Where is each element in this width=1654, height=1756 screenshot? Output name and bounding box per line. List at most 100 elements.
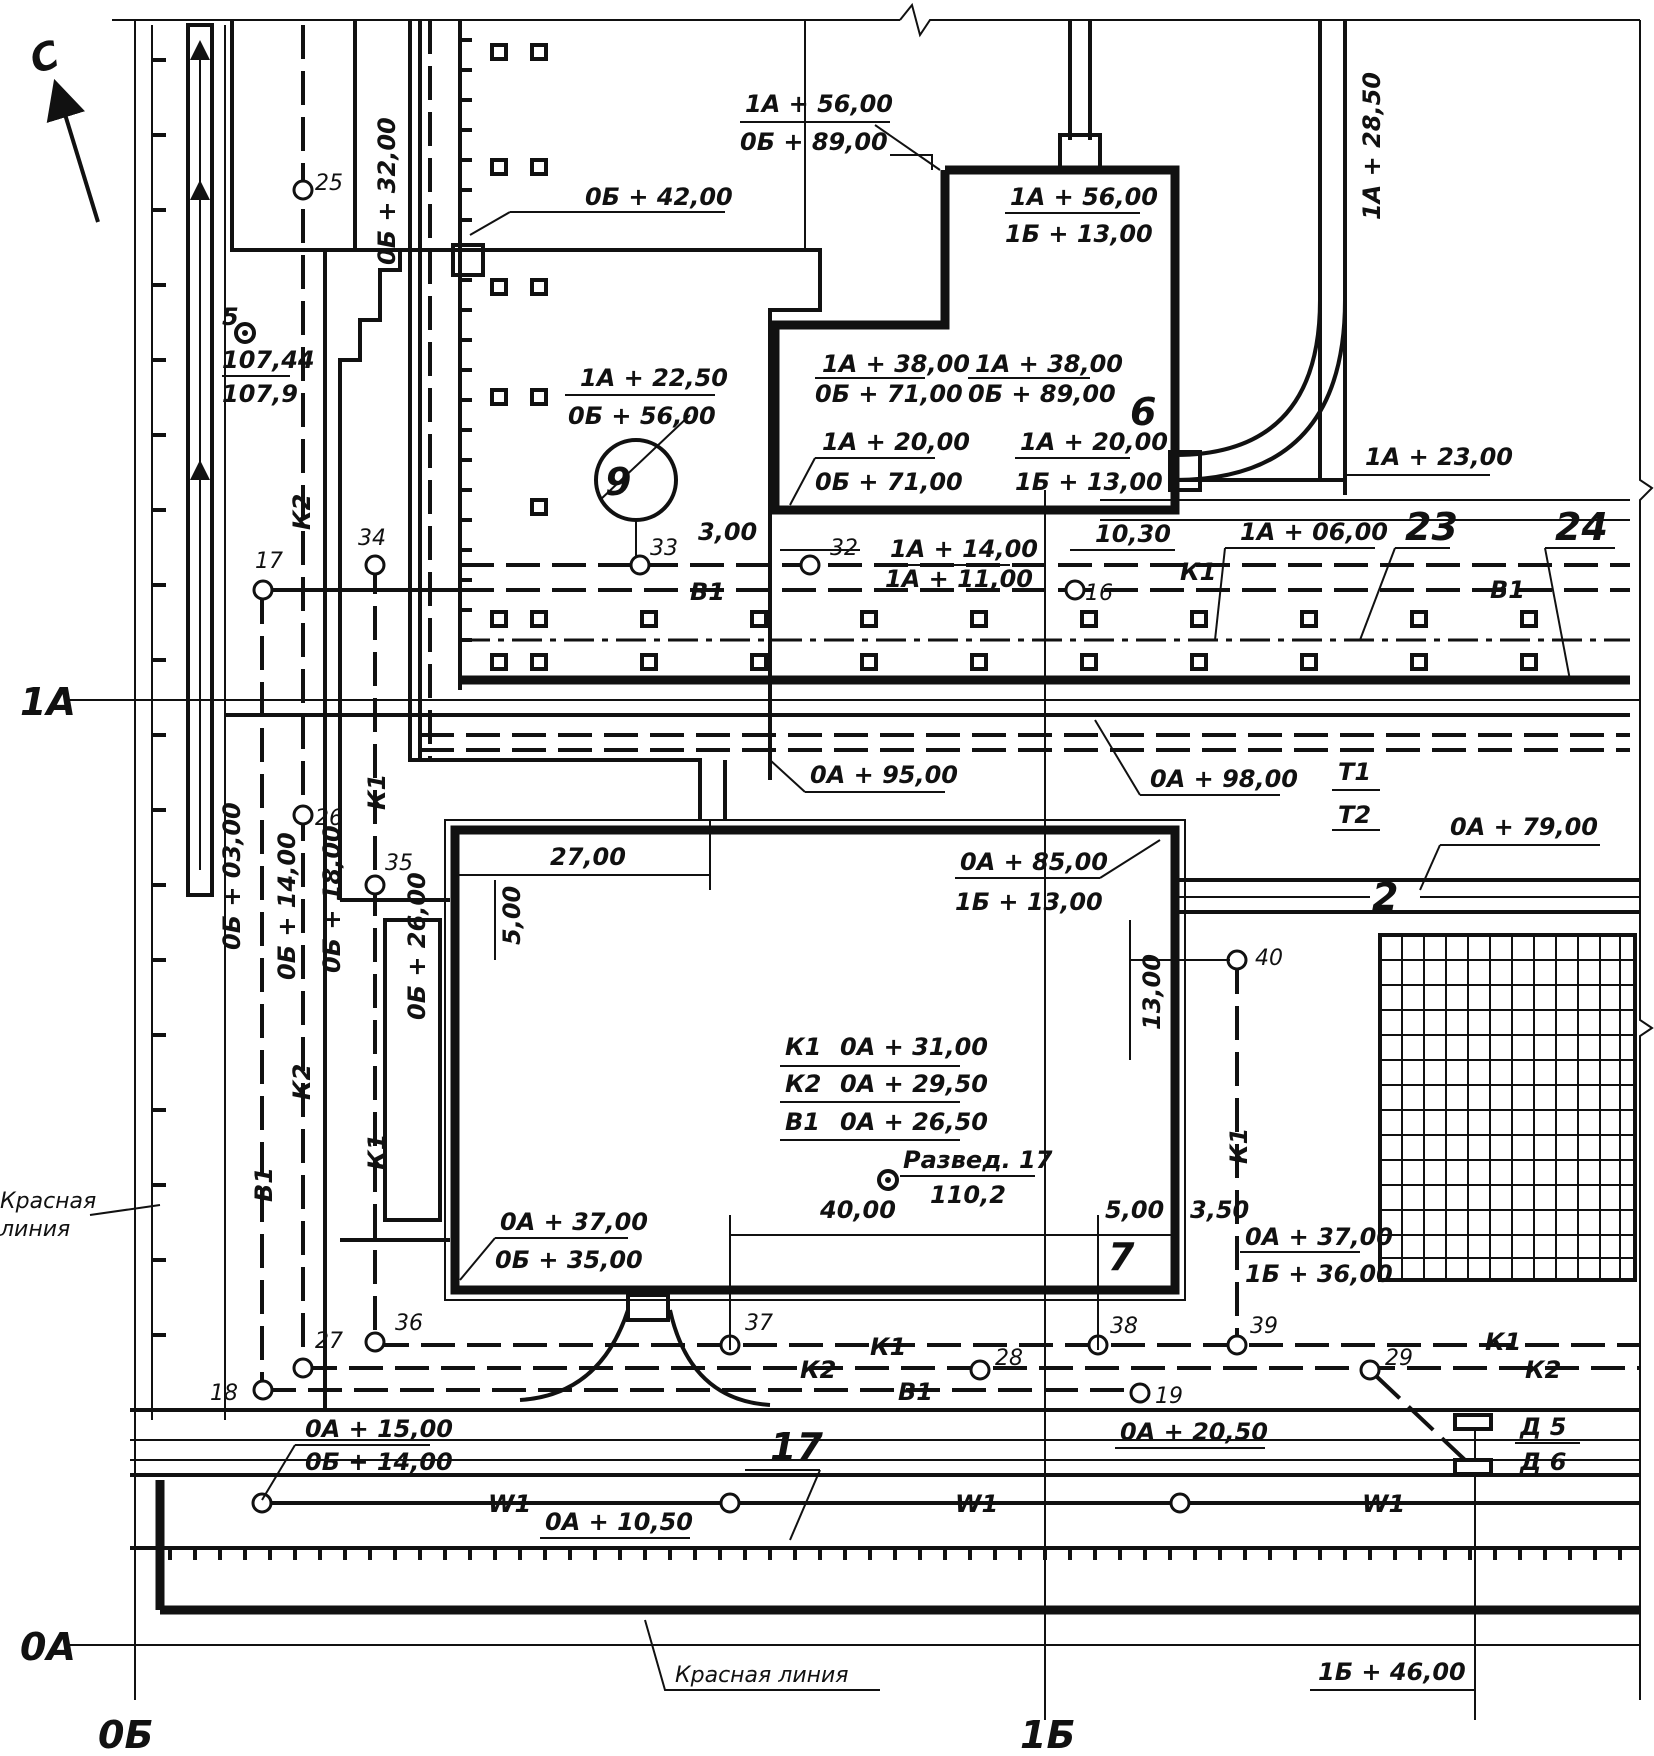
coord-0b-14: 0Б + 14,00 [273, 832, 301, 980]
well-36: 36 [395, 1311, 423, 1336]
well-33: 33 [650, 536, 678, 561]
north-label: С [25, 32, 65, 82]
dim-3: 3,00 [698, 518, 757, 546]
well-16: 16 [1085, 581, 1113, 606]
well-29: 29 [1385, 1346, 1413, 1371]
borehole-icon [877, 1169, 899, 1191]
coord-1a-23: 1А + 23,00 [1365, 443, 1513, 471]
k1-label-upper: К1 [1180, 558, 1216, 586]
dimension-lines [455, 500, 1230, 1700]
k2-label-left-1: К2 [288, 494, 316, 530]
b6-coord-5: 1А + 38,00 [822, 350, 970, 378]
b7-b1-code: В1 [785, 1108, 820, 1136]
benchmark-5-elev-2: 107,9 [222, 380, 298, 408]
borehole-label: Развед. 17 [903, 1146, 1053, 1174]
callout-17: 17 [770, 1425, 823, 1469]
coord-0b-26: 0Б + 26,00 [403, 872, 431, 1020]
b7-coord-2: 1Б + 13,00 [955, 888, 1103, 916]
coord-1a-06: 1А + 06,00 [1240, 518, 1388, 546]
k1-label-right: К1 [1225, 1128, 1253, 1164]
well-37: 37 [745, 1311, 773, 1336]
coord-1a-11: 1А + 11,00 [885, 565, 1033, 593]
k2-label-bottom: К2 [800, 1356, 836, 1384]
axis-label-1a: 1А [20, 680, 76, 724]
red-line-label-bottom: Красная линия [675, 1663, 849, 1688]
borehole-elev: 110,2 [930, 1181, 1006, 1209]
b6-coord-1: 1А + 56,00 [745, 90, 893, 118]
b1-label-upper-1: В1 [690, 578, 725, 606]
coord-0b-42: 0Б + 42,00 [585, 183, 733, 211]
coord-0b-32: 0Б + 32,00 [373, 117, 401, 265]
plot-outline-upper [230, 20, 822, 1410]
coord-1a-28-5: 1А + 28,50 [1358, 72, 1386, 220]
well-18: 18 [210, 1381, 238, 1406]
k1-label-bottom: К1 [870, 1333, 906, 1361]
rail-strip [408, 20, 485, 760]
b6-coord-7: 1А + 38,00 [975, 350, 1123, 378]
b7-k2-value: 0А + 29,50 [840, 1070, 988, 1098]
b7-dim-13: 13,00 [1138, 954, 1166, 1030]
well-27: 27 [315, 1329, 343, 1354]
b7-coord-6: 1Б + 36,00 [1245, 1260, 1393, 1288]
heat-network-line [225, 700, 1630, 820]
well-17: 17 [255, 549, 283, 574]
pipe-connection-6 [1058, 20, 1347, 495]
coord-1a-14: 1А + 14,00 [890, 535, 1038, 563]
b7-k1-code: К1 [785, 1033, 821, 1061]
well-35: 35 [385, 851, 413, 876]
building-6-number: 6 [1130, 390, 1156, 434]
b6-coord-6: 0Б + 71,00 [815, 380, 963, 408]
benchmark-5-number: 5 [222, 303, 239, 331]
b7-coord-4: 0Б + 35,00 [495, 1246, 643, 1274]
k2-label-left-2: К2 [288, 1064, 316, 1100]
k1-label-left-1: К1 [363, 774, 391, 810]
b7-dim-5a: 5,00 [498, 886, 526, 945]
b7-dim-3-5: 3,50 [1190, 1196, 1249, 1224]
building-7-number: 7 [1108, 1235, 1135, 1279]
b6-coord-3: 1А + 56,00 [1010, 183, 1158, 211]
t2-label: Т2 [1338, 801, 1371, 829]
well-39: 39 [1250, 1314, 1278, 1339]
benchmark-5-elev-1: 107,44 [222, 346, 315, 374]
road-2 [1175, 878, 1640, 914]
b7-coord-3: 0А + 37,00 [500, 1208, 648, 1236]
coord-0a-15: 0А + 15,00 [305, 1415, 453, 1443]
access-road-left [151, 23, 226, 1420]
well-34: 34 [358, 526, 386, 551]
coord-0b-18: 0Б + 18,00 [318, 825, 346, 973]
red-line-label-top-1: Красная [0, 1189, 96, 1214]
well-26: 26 [315, 806, 343, 831]
b7-coord-5: 0А + 37,00 [1245, 1223, 1393, 1251]
b7-dim-5b: 5,00 [1105, 1196, 1164, 1224]
coord-0a-20-5: 0А + 20,50 [1120, 1418, 1268, 1446]
dim-10-3: 10,30 [1095, 520, 1171, 548]
b1-label-bottom: В1 [898, 1378, 933, 1406]
well-markers [251, 179, 1381, 1514]
well-32: 32 [830, 536, 858, 561]
callout-23: 23 [1405, 505, 1458, 549]
d5-label: Д 5 [1519, 1413, 1566, 1441]
callout-24: 24 [1555, 505, 1608, 549]
b1-label-upper-2: В1 [1490, 576, 1525, 604]
b6-coord-2: 0Б + 89,00 [740, 128, 888, 156]
mark-9-coord-2: 0Б + 56,00 [568, 402, 716, 430]
w1-label-3: W1 [1362, 1490, 1405, 1518]
b7-b1-value: 0А + 26,50 [840, 1108, 988, 1136]
well-28: 28 [995, 1346, 1023, 1371]
w1-label-1: W1 [488, 1490, 531, 1518]
north-arrow-icon [46, 78, 100, 223]
b6-coord-9: 1А + 20,00 [822, 428, 970, 456]
mark-9-coord-1: 1А + 22,50 [580, 364, 728, 392]
paved-grid [1378, 933, 1637, 1282]
entrance-gate [519, 1293, 771, 1407]
left-ticks [152, 58, 166, 1337]
b6-coord-11: 1А + 20,00 [1020, 428, 1168, 456]
b1-label-left: В1 [250, 1167, 278, 1202]
coord-0b-03: 0Б + 03,00 [218, 802, 246, 950]
b6-coord-10: 0Б + 71,00 [815, 468, 963, 496]
b7-k1-value: 0А + 31,00 [840, 1033, 988, 1061]
b6-coord-4: 1Б + 13,00 [1005, 220, 1153, 248]
b7-dim-40: 40,00 [819, 1196, 896, 1224]
bottom-utilities [130, 1343, 1640, 1615]
red-line-label-top-2: линия [0, 1217, 70, 1242]
